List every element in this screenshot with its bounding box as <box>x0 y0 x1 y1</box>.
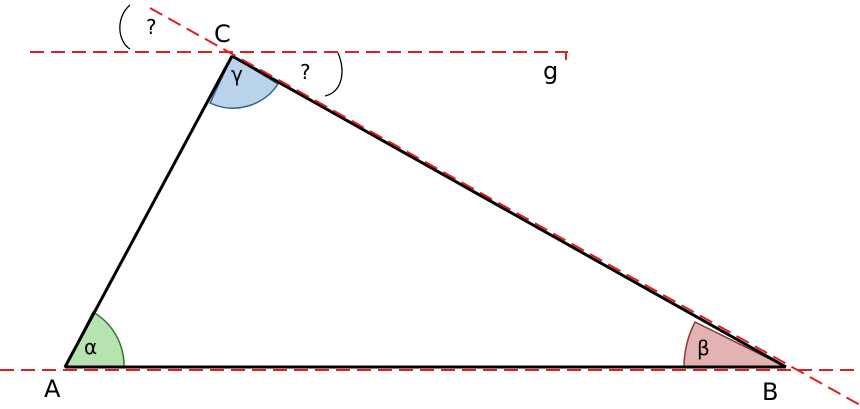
gamma-sector <box>209 54 280 109</box>
angle-label-alpha: α <box>84 335 97 359</box>
line-label-g: g <box>543 57 558 85</box>
unknown-angle-arc-left <box>119 4 131 50</box>
angle-label-beta: β <box>697 336 710 360</box>
unknown-angle-label-left: ? <box>146 15 157 39</box>
side-ac <box>63 55 234 368</box>
vertex-label-b: B <box>762 378 778 406</box>
alpha-sector <box>63 310 125 368</box>
angle-label-gamma: γ <box>231 62 243 86</box>
side-bc <box>231 54 787 369</box>
unknown-angle-label-right: ? <box>300 60 311 84</box>
vertex-label-c: C <box>214 20 231 48</box>
dashed-line-bc-extension <box>149 7 860 406</box>
unknown-angle-arc-right <box>324 52 343 97</box>
vertex-label-a: A <box>44 375 61 403</box>
